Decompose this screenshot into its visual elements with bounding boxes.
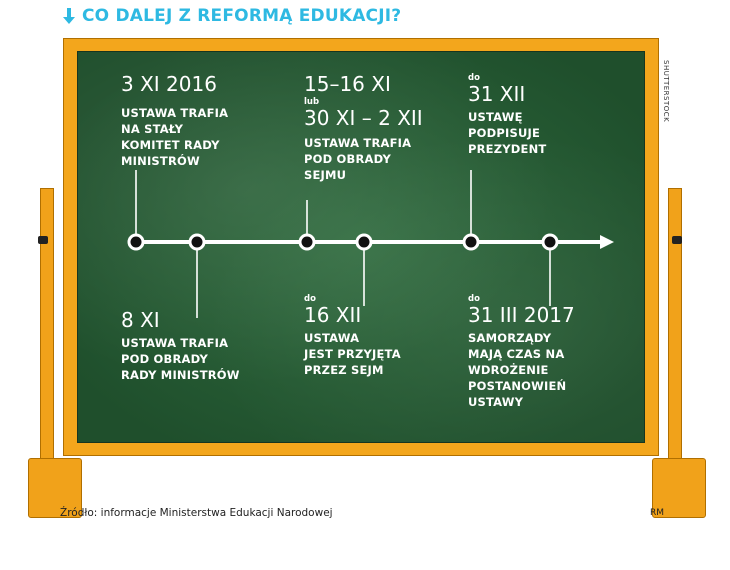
event-3: 15–16 XI lub 30 XI – 2 XII USTAWA TRAFIA… [304,73,423,183]
event-3-desc: USTAWA TRAFIA POD OBRADY SEJMU [304,136,412,182]
event-3-date: 15–16 XI [304,72,391,96]
event-2: 8 XI USTAWA TRAFIA POD OBRADY RADY MINIS… [121,309,240,383]
left-foot [28,458,82,518]
event-2-desc: USTAWA TRAFIA POD OBRADY RADY MINISTRÓW [121,336,240,382]
photo-credit: SHUTTERSTOCK [662,60,670,123]
event-4-date: 16 XII [304,303,362,327]
right-foot [652,458,706,518]
arrow-down-icon [63,8,75,24]
dot-e5 [462,233,480,251]
event-3-connector: lub [304,97,320,107]
page-title: CO DALEJ Z REFORMĄ EDUKACJI? [62,6,401,26]
event-6: do 31 III 2017 SAMORZĄDY MAJĄ CZAS NA WD… [468,294,575,410]
event-2-date: 8 XI [121,308,160,332]
event-4-prefix: do [304,294,316,304]
event-5-prefix: do [468,73,480,83]
event-5-date: 31 XII [468,82,526,106]
event-3-date2: 30 XI – 2 XII [304,106,423,130]
event-1-desc: USTAWA TRAFIA NA STAŁY KOMITET RADY MINI… [121,106,229,168]
dot-e2 [188,233,206,251]
event-6-desc: SAMORZĄDY MAJĄ CZAS NA WDROŻENIE POSTANO… [468,331,567,409]
event-1: 3 XI 2016 USTAWA TRAFIA NA STAŁY KOMITET… [121,73,228,169]
source-note: Źródło: informacje Ministerstwa Edukacji… [60,507,333,519]
author-initials: RM [650,508,665,518]
event-6-date: 31 III 2017 [468,303,575,327]
event-4-desc: USTAWA JEST PRZYJĘTA PRZEZ SEJM [304,331,401,377]
left-pin [38,236,48,244]
dot-e6 [541,233,559,251]
title-text: CO DALEJ Z REFORMĄ EDUKACJI? [82,6,402,26]
timeline-arrowhead [600,235,614,249]
dot-e4 [355,233,373,251]
event-6-prefix: do [468,294,480,304]
event-5-desc: USTAWĘ PODPISUJE PREZYDENT [468,110,547,156]
event-5: do 31 XII USTAWĘ PODPISUJE PREZYDENT [468,73,546,157]
dot-e1 [127,233,145,251]
right-pin [672,236,682,244]
dot-e3 [298,233,316,251]
event-4: do 16 XII USTAWA JEST PRZYJĘTA PRZEZ SEJ… [304,294,401,378]
event-1-date: 3 XI 2016 [121,72,217,96]
